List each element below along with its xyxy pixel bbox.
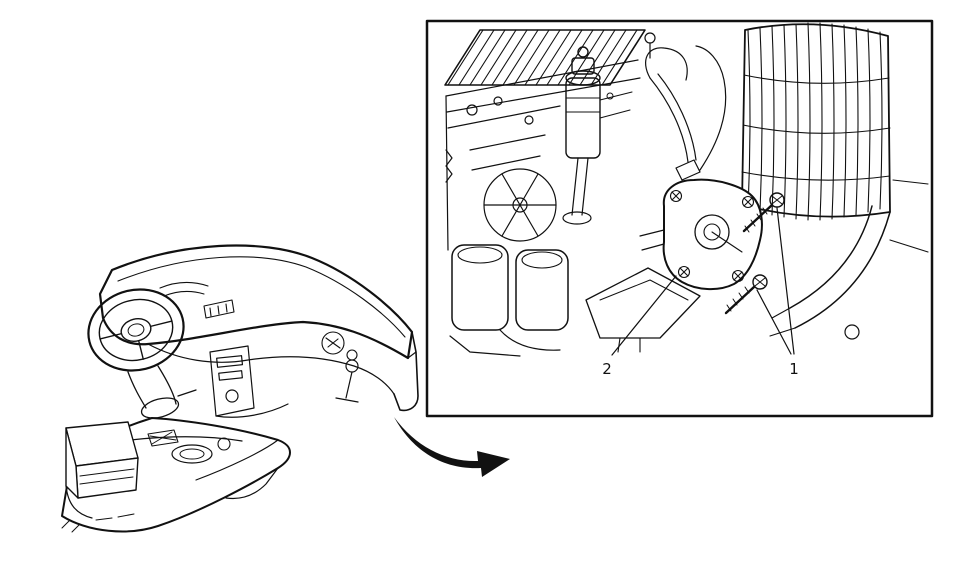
- cup-holder: [171, 444, 213, 464]
- callout-line-1a: [776, 207, 795, 355]
- actuator-screw-bosses: [669, 189, 755, 283]
- dash-panel-outline: [98, 244, 414, 360]
- callout-line-1b: [756, 289, 792, 355]
- mounting-screws: [724, 192, 785, 315]
- floor-bracket: [585, 267, 701, 353]
- spoked-hub: [483, 168, 557, 242]
- steering-wheel: [87, 288, 185, 372]
- callout-line-2: [611, 275, 677, 356]
- vehicle-dashboard-sketch: [61, 244, 419, 533]
- dash-vent-left: [203, 299, 235, 319]
- steering-column: [127, 365, 197, 419]
- actuator-motor: [639, 178, 763, 290]
- wiring-harness: [645, 45, 727, 181]
- center-stack: [209, 345, 289, 418]
- dash-end-cap: [393, 331, 419, 412]
- callout-label-2: 2: [602, 360, 612, 378]
- detail-arrow-icon: [394, 417, 510, 477]
- callout-label-1: 1: [789, 360, 799, 378]
- shifter-boot: [147, 429, 179, 447]
- blower-fan-cage: [741, 22, 891, 221]
- lower-ducts: [449, 244, 569, 357]
- hvac-case-body: [445, 32, 656, 251]
- console-armrest: [61, 421, 139, 533]
- dash-vent-right: [321, 331, 358, 361]
- valve-cylinder-assembly: [562, 46, 633, 225]
- scroll-housing: [769, 179, 929, 340]
- hvac-assembly-drawing: [444, 22, 929, 357]
